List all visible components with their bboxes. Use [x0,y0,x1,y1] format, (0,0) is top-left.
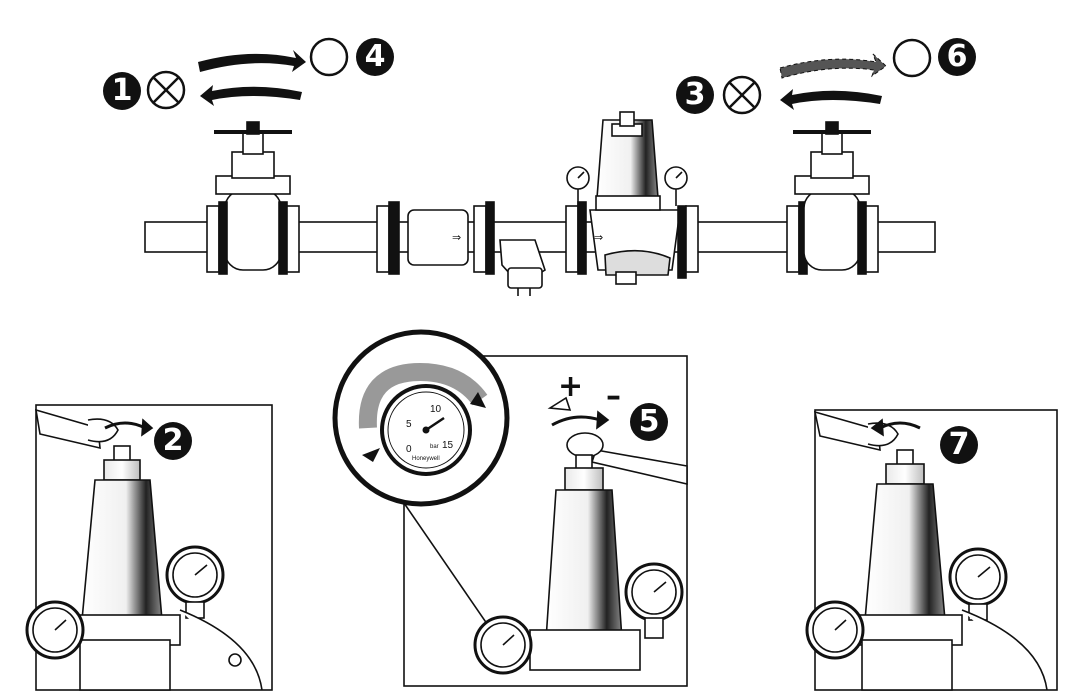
panel-step-5 [370,355,688,687]
gauge-dial-labels: 0 5 10 15 bar Honeywell [406,404,454,462]
turn-arrows-right [779,53,887,110]
gauge-tick-0: 0 [406,444,412,455]
flange-pair-left [376,201,400,275]
step-badge-5: 5 [630,403,668,441]
gauge-tick-5: 5 [406,419,412,430]
step-badge-2: 2 [154,422,192,460]
increase-sign: + [558,369,584,404]
pressure-reducing-valve: ⇒ [565,111,699,285]
step-badge-7: 7 [940,426,978,464]
open-valve-icon [309,37,349,77]
open-valve-icon [892,38,932,78]
turn-arrows-left [198,50,306,106]
open-arrow-icon [198,50,306,72]
step-badge-4: 4 [356,38,394,76]
panel-step-2 [25,404,273,691]
svg-text:⇒: ⇒ [594,232,603,244]
decrease-sign: – [606,379,621,414]
close-arrow-icon [200,85,302,106]
gauge-zoom-callout [332,329,510,507]
gauge-unit: bar [430,444,439,450]
step-badge-3: 3 [676,76,714,114]
shutoff-valve-left [206,121,300,275]
closed-valve-icon [146,70,186,110]
gauge-brand: Honeywell [412,456,440,462]
svg-text:⇒: ⇒ [452,232,461,244]
strainer: ⇒ [407,201,546,296]
pipeline-assembly: ⇒ ⇒ [144,111,936,296]
step-badge-6: 6 [938,38,976,76]
shutoff-valve-right [786,121,879,275]
gauge-tick-15: 15 [442,440,454,451]
close-arrow-icon [780,89,882,110]
panel-step-7 [805,409,1058,691]
gauge-tick-10: 10 [430,404,442,415]
step-badge-1: 1 [103,72,141,110]
open-arrow-slow-icon [779,53,887,79]
closed-valve-icon [722,75,762,115]
